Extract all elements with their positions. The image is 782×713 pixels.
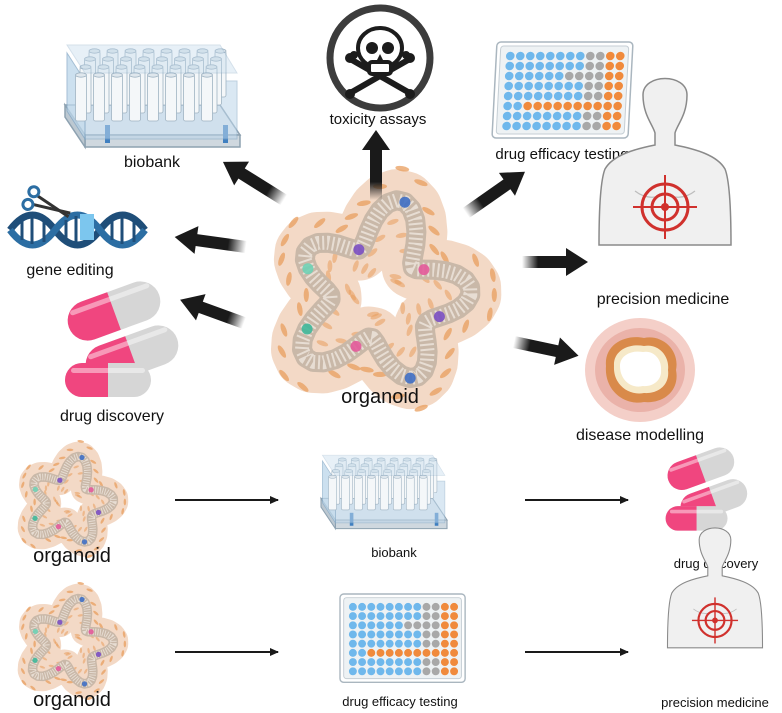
pipeline1-capsule-pills-illustration (665, 447, 748, 531)
well-plate-illustration (491, 41, 634, 139)
arrow-to-drug-discovery (180, 294, 247, 329)
dna-scissors-icon (7, 185, 148, 249)
pipeline1-organoid-illustration (17, 440, 129, 558)
pipeline1-middle-label: biobank (371, 545, 417, 560)
human-torso-target-illustration (598, 77, 732, 246)
arrow-to-drug-efficacy-testing (462, 171, 525, 218)
pipeline1-biobank-illustration (319, 454, 449, 531)
skull-icon (326, 4, 434, 112)
arrow-to-gene-editing (174, 226, 247, 254)
precision-medicine-label: precision medicine (597, 291, 730, 308)
capsule-pills-illustration (65, 281, 179, 397)
pipeline2-human-torso-target-illustration (666, 527, 764, 649)
biobank-label: biobank (124, 154, 181, 171)
pipeline2-target-label: precision medicine (661, 695, 769, 710)
drug-discovery-label: drug discovery (60, 408, 164, 425)
pipeline2-source-label: organoid (33, 689, 111, 711)
pipeline2-middle-label: drug efficacy testing (342, 694, 457, 709)
arrow-to-disease-modelling (512, 336, 579, 365)
toxicity-assays-label: toxicity assays (330, 111, 427, 128)
pipeline2-organoid-illustration (17, 582, 129, 700)
drug-efficacy-testing-label: drug efficacy testing (495, 146, 628, 163)
arrow-to-biobank (222, 161, 288, 206)
arrow-to-precision-medicine (522, 248, 588, 276)
disease-modelling-label: disease modelling (576, 427, 704, 444)
diseased-tissue-illustration (585, 318, 695, 422)
biobank-rack-illustration (63, 44, 242, 150)
pipeline1-source-label: organoid (33, 545, 111, 567)
organoid-illustration (271, 165, 502, 412)
organoid-label: organoid (341, 386, 419, 408)
pipeline2-well-plate-illustration (339, 593, 466, 684)
arrow-to-toxicity-assays (362, 130, 390, 200)
gene-editing-label: gene editing (26, 262, 113, 279)
